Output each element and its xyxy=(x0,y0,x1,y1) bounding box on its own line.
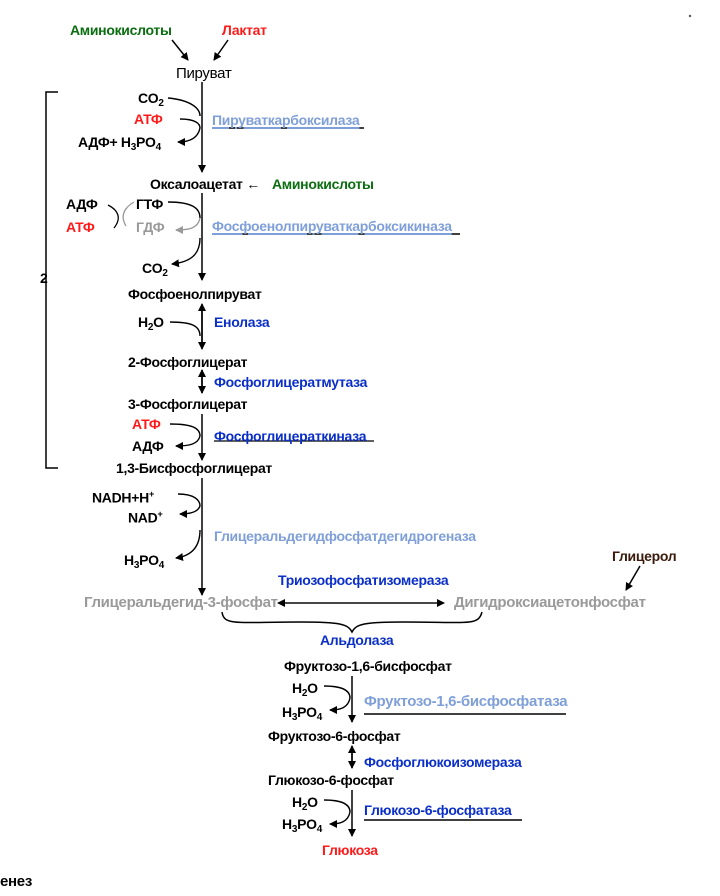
metabolite-gap: Глицеральдегид-3-фосфат xyxy=(84,594,278,611)
input-amino-acids: Аминокислоты xyxy=(70,22,172,38)
cofactor-h3po4-1: Н3PO4 xyxy=(124,552,164,571)
cofactor-nadh: NADH+H+ xyxy=(92,489,154,506)
input-lactate: Лактат xyxy=(222,22,267,38)
curve-atf-gtf-exchange xyxy=(107,204,119,229)
curve-atf-gtf-exchange-2 xyxy=(122,201,135,227)
cofactor-atf-2: АТФ xyxy=(66,219,95,235)
curve-atf-in xyxy=(179,118,201,129)
cofactor-adf-2: АДФ xyxy=(132,438,164,454)
cofactor-adf-1: АДФ xyxy=(66,196,98,212)
speck xyxy=(688,14,692,18)
enzyme-fbpase: Фруктозо-1,6-бисфосфатаза xyxy=(364,693,568,710)
metabolite-2pg: 2-Фосфоглицерат xyxy=(128,354,248,370)
curve-adf-pgk xyxy=(175,435,201,450)
cofactor-h3po4-2: Н3PO4 xyxy=(282,704,322,723)
curve-nadh-in xyxy=(177,493,201,507)
cofactor-gtf: ГТФ xyxy=(136,196,164,212)
cofactor-co2-2: CO2 xyxy=(142,260,168,279)
arrow-glycerol xyxy=(625,565,641,591)
enzyme-gapdh: Глицеральдегидфосфатдегидрогеназа xyxy=(214,528,476,544)
cofactor-nad: NAD+ xyxy=(128,509,163,526)
input-glycerol: Глицерол xyxy=(612,548,677,564)
curve-co2-out xyxy=(171,237,201,268)
metabolite-dhap: Дигидроксиацетонфосфат xyxy=(454,594,646,611)
arrow-aminoacids-to-pyruvate xyxy=(171,39,189,61)
curve-co2-in xyxy=(167,97,201,117)
curve-adf-out xyxy=(177,127,201,146)
curve-h3po4-g6pase xyxy=(329,811,351,828)
metabolite-bpg: 1,3-Бисфосфоглицерат xyxy=(116,460,272,476)
arrow-lactate-to-pyruvate xyxy=(213,39,229,61)
metabolite-g6p: Глюкозо-6-фосфат xyxy=(268,772,394,788)
curve-nad-out xyxy=(179,505,201,518)
metabolite-f6p: Фруктозо-6-фосфат xyxy=(268,728,401,744)
enzyme-tpi: Триозофосфатизомераза xyxy=(278,572,449,588)
cofactor-atf-1: АТФ xyxy=(134,111,163,127)
caption-fragment: енез xyxy=(0,873,33,890)
cofactor-h3po4-3: Н3PO4 xyxy=(282,816,322,835)
cofactor-h2o-2: Н2O xyxy=(292,680,318,699)
metabolite-oxaloacetate: Оксалоацетат ← xyxy=(150,176,260,192)
bracket-label: 2 xyxy=(40,270,48,286)
curve-h3po4-fbpase xyxy=(329,697,351,714)
enzyme-pgi: Фосфоглюкоизомераза xyxy=(364,754,522,770)
metabolite-pyruvate: Пируват xyxy=(176,65,232,82)
cofactor-co2: CO2 xyxy=(138,90,164,109)
metabolite-fbp: Фруктозо-1,6-бисфосфат xyxy=(284,658,452,674)
metabolite-3pg: 3-Фосфоглицерат xyxy=(128,396,248,412)
input-amino-acids-side: Аминокислоты xyxy=(272,176,374,192)
curve-h3po4-out xyxy=(175,529,201,561)
cofactor-adf-h3po4: АДФ+ Н3PO4 xyxy=(78,134,161,153)
cofactor-gdf: ГДФ xyxy=(136,219,165,235)
enzyme-g6pase: Глюкозо-6-фосфатаза xyxy=(364,802,512,818)
curve-h2o-g6pase xyxy=(323,799,351,813)
curve-h2o-fbpase xyxy=(323,685,351,699)
curve-h2o-out xyxy=(169,321,201,337)
cofactor-h2o-3: Н2O xyxy=(292,794,318,813)
metabolite-glucose: Глюкоза xyxy=(322,842,378,858)
curve-gtf-in xyxy=(167,201,201,219)
enzyme-pgm: Фосфоглицератмутаза xyxy=(214,374,368,390)
metabolite-pep: Фосфоенолпируват xyxy=(128,286,262,302)
cofactor-h2o-1: Н2O xyxy=(138,314,164,333)
enzyme-aldolase: Альдолаза xyxy=(320,632,394,648)
cofactor-atf-3: АТФ xyxy=(132,416,161,432)
enzyme-pyruvate-carboxylase: Пируваткарбоксилаза xyxy=(212,112,360,128)
enzyme-pepck: Фосфоенолпируваткарбоксикиназа xyxy=(212,218,452,234)
bypass-bracket xyxy=(45,91,58,469)
enzyme-enolase: Енолаза xyxy=(214,314,270,330)
curve-gdf-out xyxy=(175,217,201,234)
enzyme-pgk: Фосфоглицераткиназа xyxy=(214,428,367,444)
aldolase-brace xyxy=(221,611,483,634)
curve-atf-pgk xyxy=(169,423,201,437)
